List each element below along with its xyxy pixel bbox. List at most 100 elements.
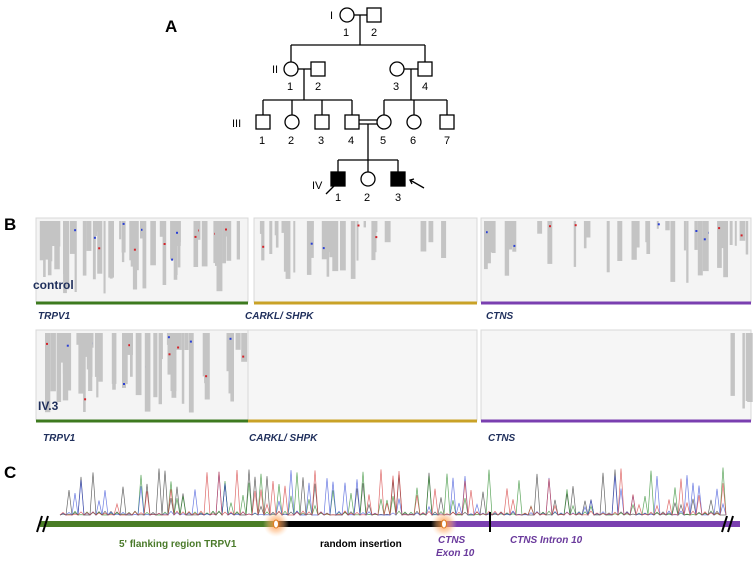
control-label: control [33, 278, 74, 292]
read-stack [670, 221, 676, 282]
read-stack [329, 221, 333, 258]
read-stack [548, 221, 551, 237]
read-stack [363, 221, 366, 228]
read-stack [103, 221, 106, 294]
patient-reads [45, 333, 753, 413]
read-stack [683, 221, 687, 251]
read-stack [694, 221, 698, 250]
pedigree-III-3 [314, 114, 330, 130]
num-II-2: 2 [315, 81, 321, 93]
variant-dot [46, 342, 48, 345]
read-stack [159, 221, 164, 237]
read-stack [166, 333, 170, 345]
control-ctns-panel [480, 217, 752, 303]
read-stack [717, 221, 722, 268]
read-stack [112, 333, 116, 390]
read-stack [82, 221, 87, 276]
variant-dot [513, 244, 516, 247]
num-II-4: 4 [422, 81, 428, 93]
patient-track [35, 329, 753, 423]
variant-dot [322, 247, 325, 250]
read-stack [274, 221, 278, 236]
read-stack [55, 221, 58, 244]
patient-label: IV.3 [38, 399, 59, 413]
num-IV-1: 1 [335, 192, 341, 204]
chromatogram [59, 467, 727, 517]
pedigree-III-7 [439, 114, 455, 130]
proband-arrow [409, 179, 425, 189]
pedigree-III-1 [255, 114, 271, 130]
read-stack [204, 333, 208, 384]
variant-dot [740, 234, 743, 237]
read-stack [745, 221, 749, 255]
num-I-2: 2 [371, 27, 377, 39]
read-stack [84, 333, 88, 357]
ctns-segment [444, 521, 740, 527]
read-stack [230, 333, 234, 402]
read-stack [745, 333, 751, 401]
read-stack [94, 333, 101, 377]
read-stack [202, 333, 205, 377]
read-stack [51, 221, 55, 246]
read-stack [236, 221, 240, 260]
read-stack [162, 221, 167, 285]
read-stack [86, 333, 90, 370]
pedigree-III-5 [376, 114, 392, 130]
variant-dot [262, 245, 265, 248]
num-II-3: 3 [393, 81, 399, 93]
variant-dot [93, 236, 96, 239]
num-III-6: 6 [410, 135, 416, 147]
panel-label-c: C [4, 463, 16, 482]
variant-dot [549, 225, 551, 228]
read-stack [145, 333, 149, 389]
read-stack [45, 333, 51, 413]
read-stack [686, 221, 689, 283]
read-stack [729, 221, 733, 245]
pedigree-II-2 [310, 61, 326, 77]
read-stack [65, 333, 72, 391]
read-stack [739, 221, 746, 241]
read-stack [547, 221, 553, 264]
variant-dot [123, 383, 125, 385]
read-stack [175, 221, 178, 275]
insertion-label: random insertion [320, 539, 402, 550]
num-III-7: 7 [444, 135, 450, 147]
read-stack [697, 221, 703, 276]
variant-dot [242, 355, 245, 358]
patient-trpv1-panel [35, 329, 249, 421]
read-stack [73, 221, 76, 237]
read-stack [332, 221, 339, 272]
read-stack [631, 221, 637, 260]
read-stack [734, 221, 737, 246]
read-stack [285, 221, 291, 279]
control-gene-ctns: CTNS [486, 311, 514, 322]
patient-gene-ctns: CTNS [488, 433, 516, 444]
variant-dot [718, 227, 721, 230]
variant-dot [194, 235, 197, 238]
read-stack [491, 221, 496, 253]
read-stack [48, 221, 53, 262]
read-stack [324, 221, 331, 253]
read-stack [350, 221, 356, 279]
deceased-slash [325, 185, 335, 195]
patient-gene-trpv1: TRPV1 [43, 433, 76, 444]
pedigree-I-2 [366, 7, 382, 23]
read-stack [158, 333, 162, 405]
variant-dot [703, 238, 706, 241]
sequence-bar [36, 511, 740, 537]
variant-dot [357, 224, 360, 227]
variant-dot [66, 344, 69, 347]
exon-label-1: CTNS [438, 535, 466, 546]
individual-numbers: 1 2 1 2 3 4 1 2 3 4 5 6 7 1 2 3 [259, 27, 450, 204]
pedigree-I-1 [339, 7, 355, 23]
exon-label-2: Exon 10 [436, 548, 475, 559]
panel-label-a: A [165, 17, 177, 36]
read-stack [235, 333, 241, 350]
intron-label: CTNS Intron 10 [510, 535, 583, 546]
chromatogram-trace [59, 468, 726, 517]
num-III-4: 4 [348, 135, 354, 147]
variant-dot [229, 337, 232, 340]
read-stack [201, 221, 208, 267]
flank-segment [40, 521, 276, 527]
control-track [35, 217, 752, 305]
